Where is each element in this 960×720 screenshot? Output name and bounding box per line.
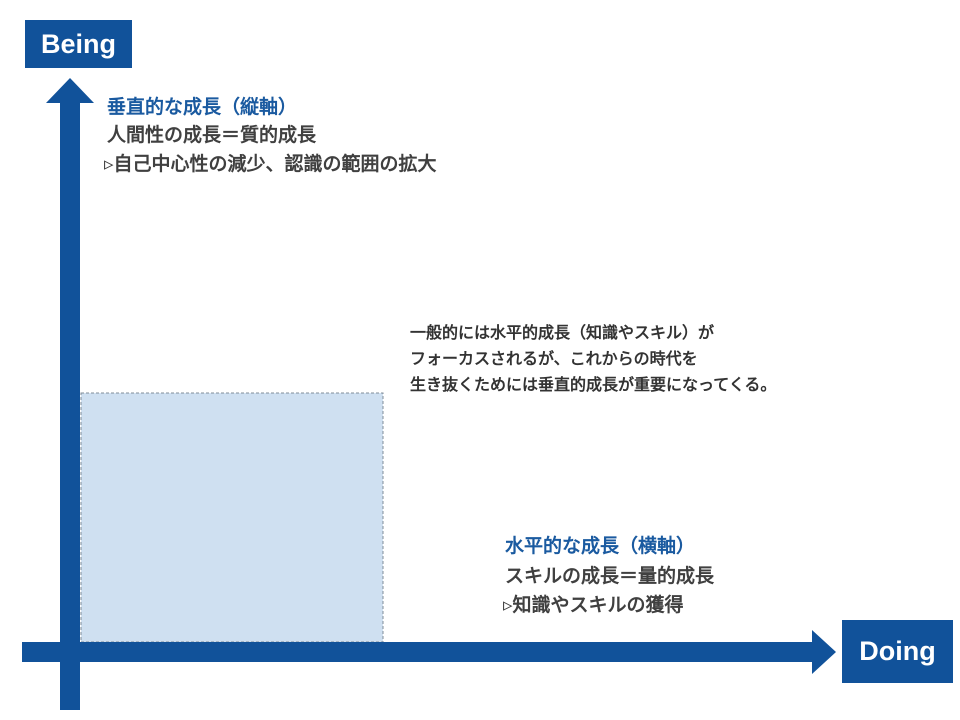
- doing-label: Doing: [842, 620, 953, 683]
- skill-area: [80, 392, 384, 643]
- note-line3: 生き抜くためには垂直的成長が重要になってくる。: [410, 375, 777, 394]
- note-line1: 一般的には水平的成長（知識やスキル）が: [410, 323, 715, 342]
- being-label: Being: [25, 20, 132, 68]
- horizontal-growth-line1: スキルの成長＝量的成長: [505, 565, 715, 587]
- note-line2: フォーカスされるが、これからの時代を: [410, 349, 698, 368]
- vertical-growth-line2: ▹自己中心性の減少、認識の範囲の拡大: [104, 153, 437, 175]
- vertical-growth-title: 垂直的な成長（縦軸）: [107, 96, 298, 118]
- vertical-axis-arrow: [46, 78, 94, 710]
- horizontal-growth-title: 水平的な成長（横軸）: [505, 535, 696, 557]
- vertical-growth-line1: 人間性の成長＝質的成長: [107, 124, 317, 146]
- horizontal-growth-line2: ▹知識やスキルの獲得: [503, 594, 684, 616]
- horizontal-axis-arrow: [22, 630, 836, 674]
